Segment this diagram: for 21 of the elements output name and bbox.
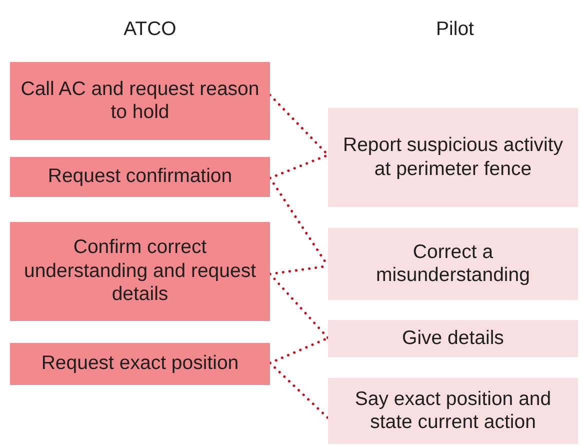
column-heading: ATCO <box>122 18 178 41</box>
box-text: Say exact position and state current action <box>354 388 552 434</box>
column-heading: Pilot <box>435 18 475 41</box>
process-box <box>10 157 270 197</box>
dotted-connector <box>268 94 330 156</box>
process-box <box>328 378 578 444</box>
dotted-connector <box>268 272 330 340</box>
process-box <box>328 320 578 357</box>
dotted-connector <box>268 362 330 420</box>
box-text: Call AC and request reason to hold <box>20 78 260 124</box>
box-text: Report suspicious activity at perimeter fence <box>342 134 564 181</box>
box-text: Give details <box>401 326 505 350</box>
box-text: Request confirmation <box>46 165 234 189</box>
box-text: Correct a misunderstanding <box>375 240 531 288</box>
process-box <box>328 108 578 207</box>
process-box <box>10 222 270 321</box>
box-text: Confirm correct understanding and request details <box>22 236 257 307</box>
process-box <box>328 228 578 300</box>
process-box <box>10 62 270 140</box>
box-text: Request exact position <box>40 352 240 376</box>
process-box <box>10 343 270 385</box>
